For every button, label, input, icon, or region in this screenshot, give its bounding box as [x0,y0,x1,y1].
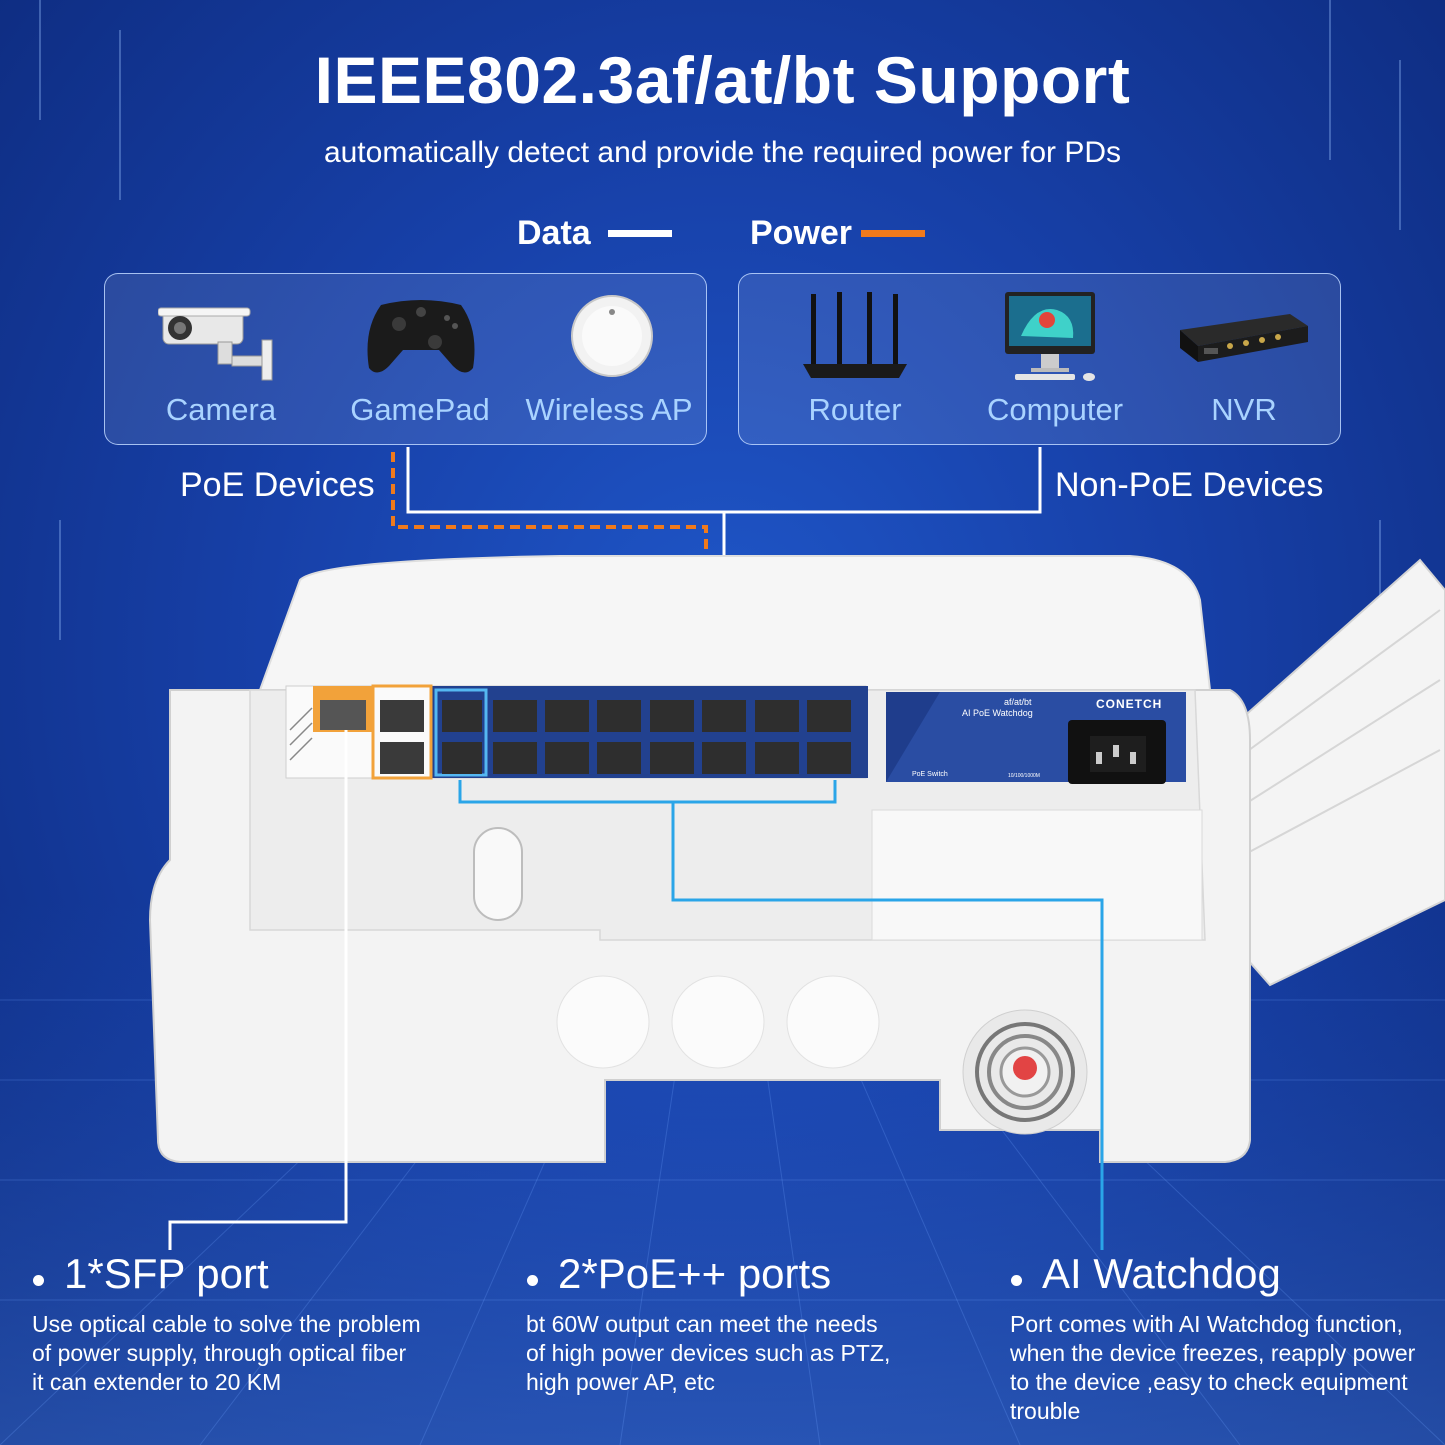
feature-bullet-sfp [33,1275,44,1286]
feature-title-poe: 2*PoE++ ports [558,1250,832,1297]
panel-footer-left: PoE Switch [912,771,948,778]
device-label-computer: Computer [986,392,1124,427]
feature-text-sfp: Use optical cable to solve the problem o… [32,1311,421,1395]
brand-logo: CONETCH [1096,697,1163,711]
feature-bullet-watchdog [1011,1275,1022,1286]
panel-model-line1: af/at/bt [1004,697,1032,707]
device-label-wireless-ap: Wireless AP [525,392,693,427]
router-icon [803,292,907,378]
wireless-ap-icon [571,295,653,377]
legend-data-line [608,230,672,237]
page-title: IEEE802.3af/at/bt Support [314,43,1131,117]
device-label-camera: Camera [165,392,277,427]
computer-icon [1005,292,1095,381]
feature-text-poe: bt 60W output can meet the needs of high… [526,1311,891,1395]
poe-devices-caption: PoE Devices [180,466,375,504]
feature-title-sfp: 1*SFP port [64,1250,269,1297]
legend-power-line [861,230,925,237]
nvr-icon [1180,314,1308,362]
legend-power-label: Power [750,214,853,252]
security-camera-icon [158,307,273,381]
feature-bullet-poe [527,1275,538,1286]
feature-title-watchdog: AI Watchdog [1042,1250,1281,1297]
panel-footer-right: 10/100/1000M [1008,773,1040,779]
device-label-nvr: NVR [1211,392,1277,427]
device-label-router: Router [808,392,902,427]
panel-model-line2: AI PoE Watchdog [962,708,1033,718]
device-label-gamepad: GamePad [350,392,490,427]
non-poe-devices-caption: Non-PoE Devices [1055,466,1324,504]
gamepad-icon [367,300,475,373]
feature-text-watchdog: Port comes with AI Watchdog function, wh… [1010,1311,1416,1424]
legend-data-label: Data [517,214,591,252]
page-subtitle: automatically detect and provide the req… [323,136,1122,169]
